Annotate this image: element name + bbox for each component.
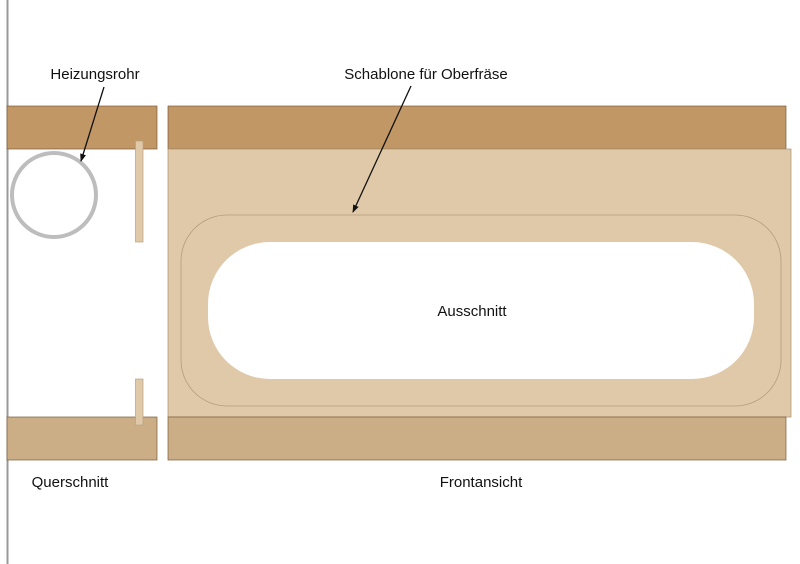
- top-board-cross: [6, 105, 158, 150]
- arrow-heating-pipe: [80, 86, 105, 162]
- top-board-front: [167, 105, 787, 150]
- bottom-board-cross: [6, 416, 158, 461]
- router-path-outline: [180, 214, 782, 407]
- label-cutout: Ausschnitt: [437, 303, 507, 320]
- cutout: [208, 242, 754, 379]
- template-slat-top: [135, 140, 144, 243]
- template-slat-bottom: [135, 378, 144, 426]
- arrow-router-template: [352, 85, 412, 213]
- heating-pipe: [10, 151, 98, 239]
- label-cross-section: Querschnitt: [32, 474, 110, 491]
- bottom-board-front: [167, 416, 787, 461]
- label-front-view: Frontansicht: [440, 474, 523, 491]
- label-router-template: Schablone für Oberfräse: [344, 66, 507, 83]
- label-heating-pipe: Heizungsrohr: [50, 66, 139, 83]
- front-view: [167, 105, 792, 461]
- cross-section: [6, 105, 158, 461]
